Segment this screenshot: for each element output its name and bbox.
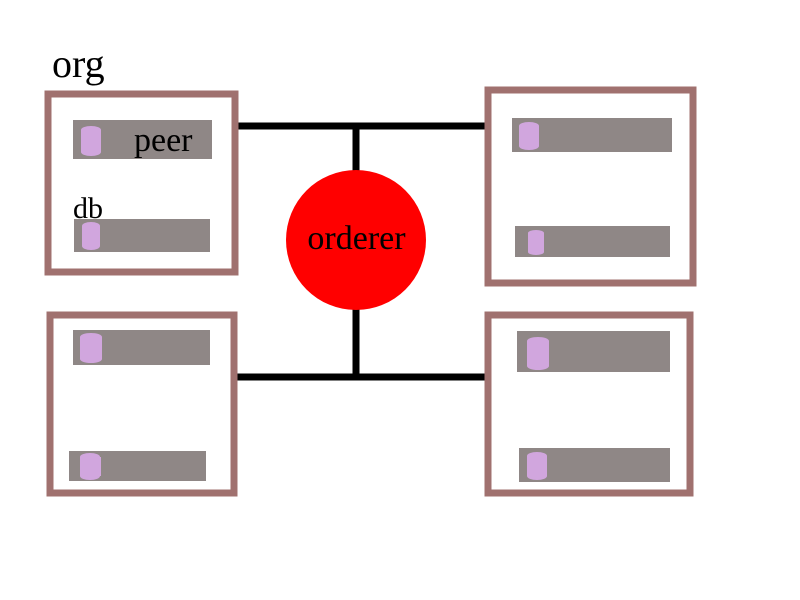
orderer-node [286,170,426,310]
org-title: org [52,41,105,86]
org-box-top-left [44,90,239,276]
orderer-label: orderer [307,220,406,257]
database-cylinder-icon [82,222,100,250]
org-box-bottom-left [46,311,238,497]
database-cylinder-icon [519,122,539,150]
database-cylinder-icon [527,337,549,370]
org-box-top-right [484,86,697,287]
database-cylinder-icon [527,452,547,480]
db-label: db [73,192,103,225]
database-cylinder-icon [80,453,101,480]
peer-label: peer [134,122,193,159]
database-cylinder-icon [81,126,101,156]
org-box-bottom-right [484,311,694,497]
database-cylinder-icon [528,230,544,255]
database-cylinder-icon [80,333,102,363]
network-links [237,122,487,381]
